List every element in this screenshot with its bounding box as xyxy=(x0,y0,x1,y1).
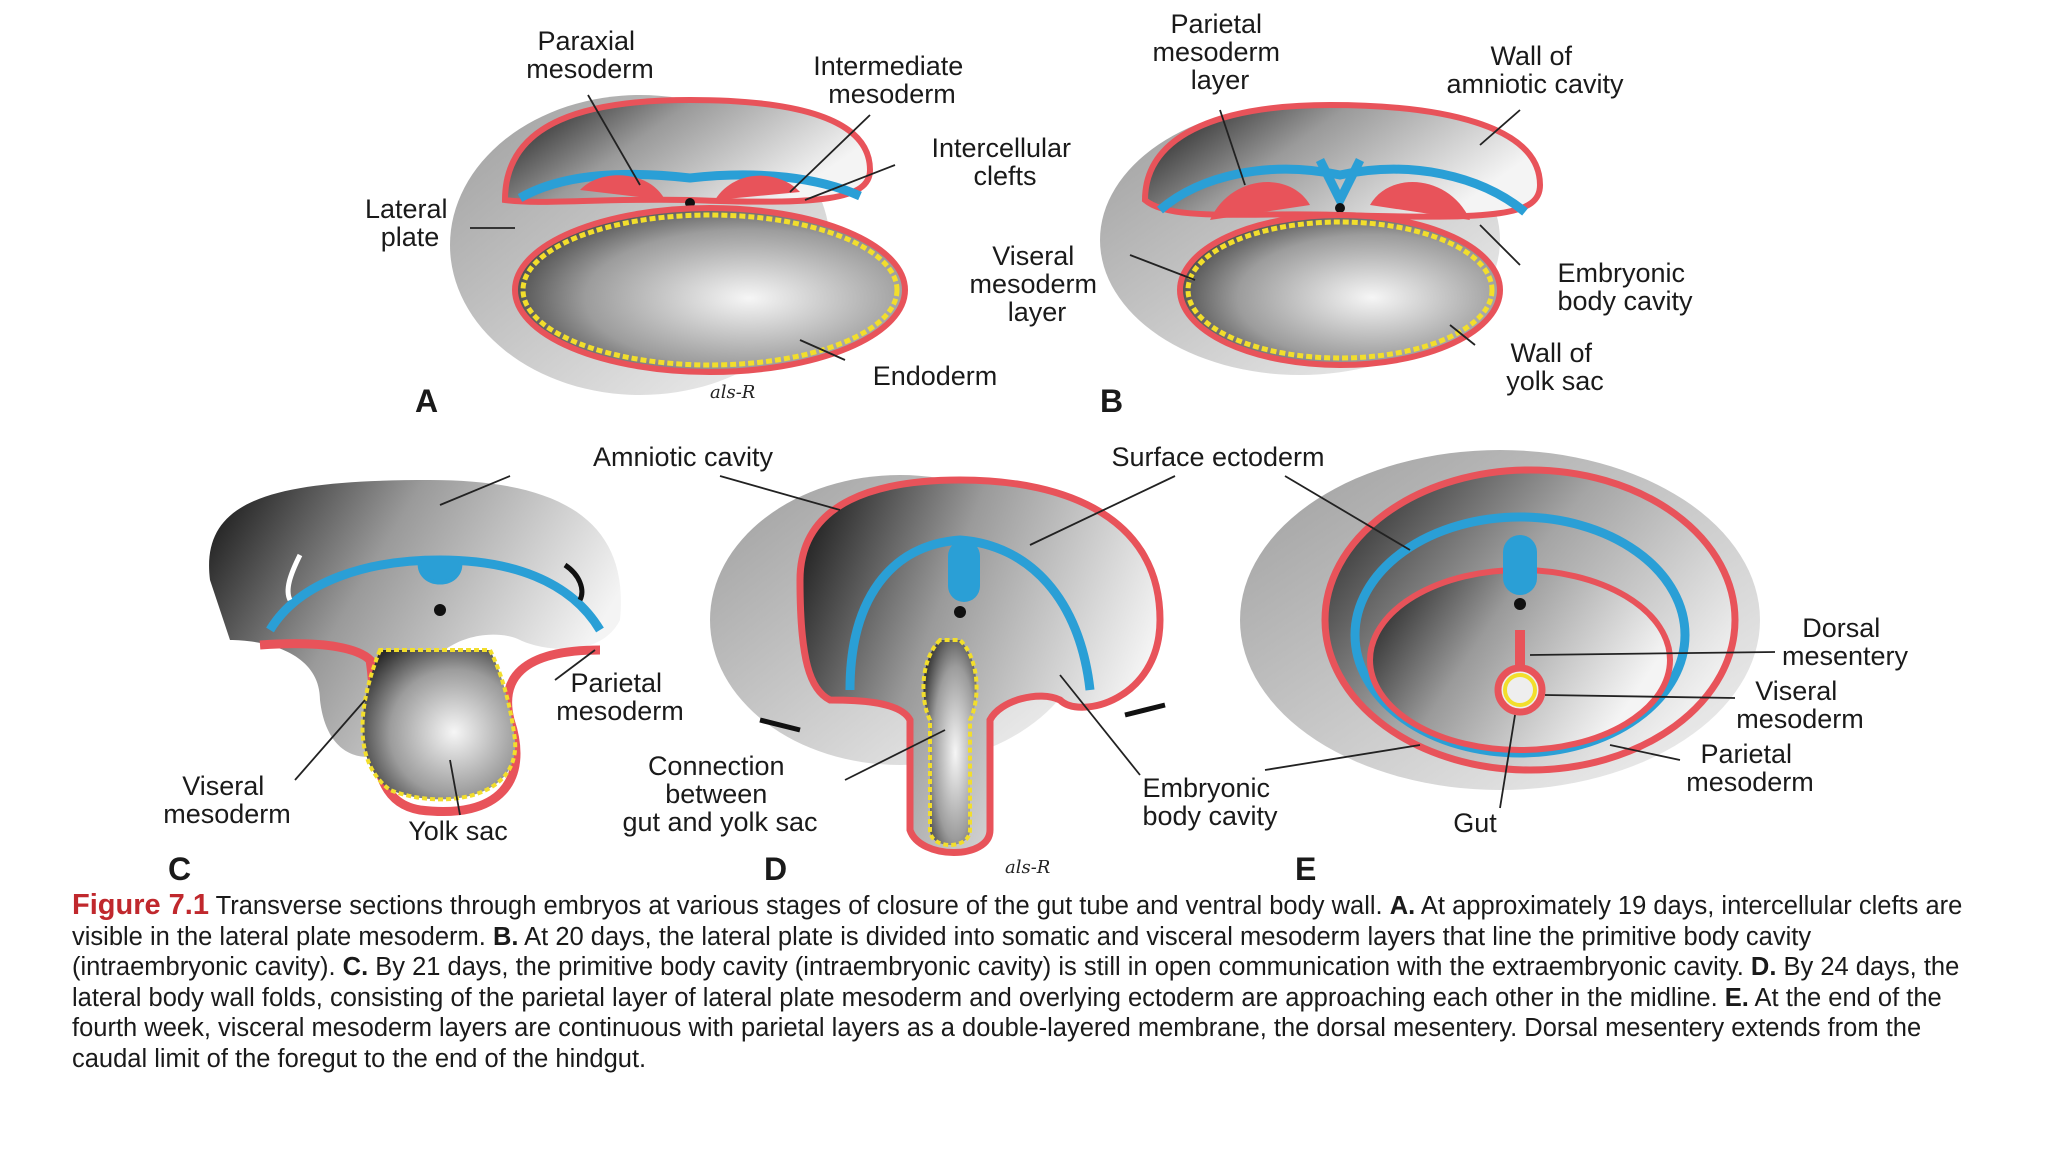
caption-text-a: At approximately 19 days, intercellular … xyxy=(72,892,1963,951)
panel-c-arrow-left xyxy=(285,553,303,602)
panel-b-drawing xyxy=(1100,101,1544,375)
panel-a-drawing xyxy=(450,95,908,395)
artist-signature-top: als-R xyxy=(710,382,755,403)
panel-letter-a: A xyxy=(415,383,438,419)
caption-text-e: At the end of the fourth week, visceral … xyxy=(72,983,1942,1073)
panel-a-mesoderm-right xyxy=(715,175,800,200)
panel-e-notochord xyxy=(1514,598,1526,610)
panel-letter-e: E xyxy=(1295,851,1316,887)
label-visceral-mesoderm-layer: Viseral mesoderm layer xyxy=(969,241,1104,327)
label-parietal-mesoderm-layer: Parietal mesoderm layer xyxy=(1152,9,1287,95)
label-visceral-mesoderm-c: Viseral mesoderm xyxy=(163,771,291,829)
panel-c-arrow-right xyxy=(563,562,585,602)
panel-b-yolk-sac xyxy=(1177,212,1503,368)
panel-e-drawing xyxy=(1240,450,1760,790)
panel-letter-d: D xyxy=(764,851,787,887)
panel-a-yolk-sac xyxy=(512,205,908,375)
label-visceral-mesoderm-e: Viseral mesoderm xyxy=(1736,676,1864,734)
panel-letter-c: C xyxy=(168,851,191,887)
caption-text-c: By 21 days, the primitive body cavity (i… xyxy=(375,953,1744,981)
panel-b-notochord xyxy=(1335,203,1345,213)
caption-text-d: By 24 days, the lateral body wall folds,… xyxy=(72,953,1960,1012)
caption-key-c: C. xyxy=(342,953,369,981)
label-surface-ectoderm: Surface ectoderm xyxy=(1111,442,1324,472)
label-wall-of-amniotic-cavity: Wall of amniotic cavity xyxy=(1446,41,1624,99)
panel-d-neural-tube xyxy=(948,540,980,602)
label-intercellular-clefts: Intercellular clefts xyxy=(931,133,1078,191)
panel-e-gut-endoderm xyxy=(1503,673,1537,707)
panel-e-neural-tube xyxy=(1503,535,1537,595)
label-endoderm: Endoderm xyxy=(873,361,998,391)
panel-a-endoderm xyxy=(520,212,900,368)
label-parietal-mesoderm-c: Parietal mesoderm xyxy=(556,668,684,726)
leader-lines xyxy=(294,94,1776,816)
caption-key-a: A. xyxy=(1389,892,1416,920)
panel-c-yolk-sac xyxy=(360,648,518,802)
panel-a-ectoderm xyxy=(517,169,862,202)
figure-caption: Figure 7.1 Transverse sections through e… xyxy=(72,890,1992,1074)
label-amniotic-cavity: Amniotic cavity xyxy=(593,442,774,472)
caption-key-d: D. xyxy=(1750,953,1777,981)
panel-d-arrow-right xyxy=(1124,702,1166,718)
panel-b-ectoderm xyxy=(1157,164,1528,216)
caption-key-b: B. xyxy=(492,922,519,951)
panel-d-arrow-left xyxy=(759,717,801,733)
caption-key-e: E. xyxy=(1724,983,1749,1012)
label-lateral-plate: Lateral plate xyxy=(365,194,455,252)
panel-b-neural-groove xyxy=(1315,157,1365,211)
label-yolk-sac: Yolk sac xyxy=(408,816,508,846)
panel-a-mesoderm-left xyxy=(580,175,665,200)
panel-c-amnion xyxy=(209,480,621,757)
panel-b-mesoderm-right xyxy=(1370,182,1470,220)
panel-b-mesoderm-left xyxy=(1210,182,1310,220)
label-dorsal-mesentery: Dorsal mesentery xyxy=(1782,613,1909,671)
panel-b-yolk-wall xyxy=(1185,219,1495,361)
panel-d-drawing xyxy=(710,475,1166,856)
label-embryonic-body-cavity-d: Embryonic body cavity xyxy=(1142,773,1278,831)
panel-d-ectoderm xyxy=(845,535,1095,691)
panel-c-drawing xyxy=(209,480,621,816)
panel-letter-b: B xyxy=(1100,383,1123,419)
panel-c-neural-tube xyxy=(417,559,463,585)
caption-figure-number: Figure 7.1 xyxy=(72,889,209,921)
label-parietal-mesoderm-e: Parietal mesoderm xyxy=(1686,739,1814,797)
label-gut: Gut xyxy=(1453,808,1497,838)
panel-d-gut-tube xyxy=(921,638,979,847)
caption-intro: Transverse sections through embryos at v… xyxy=(215,892,1383,920)
artist-signature-bottom: als-R xyxy=(1005,857,1050,878)
caption-text-b: At 20 days, the lateral plate is divided… xyxy=(72,922,1812,982)
panel-c-notochord xyxy=(434,604,446,616)
label-wall-of-yolk-sac: Wall of yolk sac xyxy=(1506,338,1604,396)
label-paraxial-mesoderm: Paraxial mesoderm xyxy=(526,26,654,84)
label-embryonic-body-cavity-b: Embryonic body cavity xyxy=(1557,258,1693,316)
panel-c-mesoderm xyxy=(259,639,601,816)
panel-d-notochord xyxy=(954,606,966,618)
label-intermediate-mesoderm: Intermediate mesoderm xyxy=(813,51,971,109)
label-connection-gut-yolk-sac: Connection between gut and yolk sac xyxy=(622,751,817,837)
